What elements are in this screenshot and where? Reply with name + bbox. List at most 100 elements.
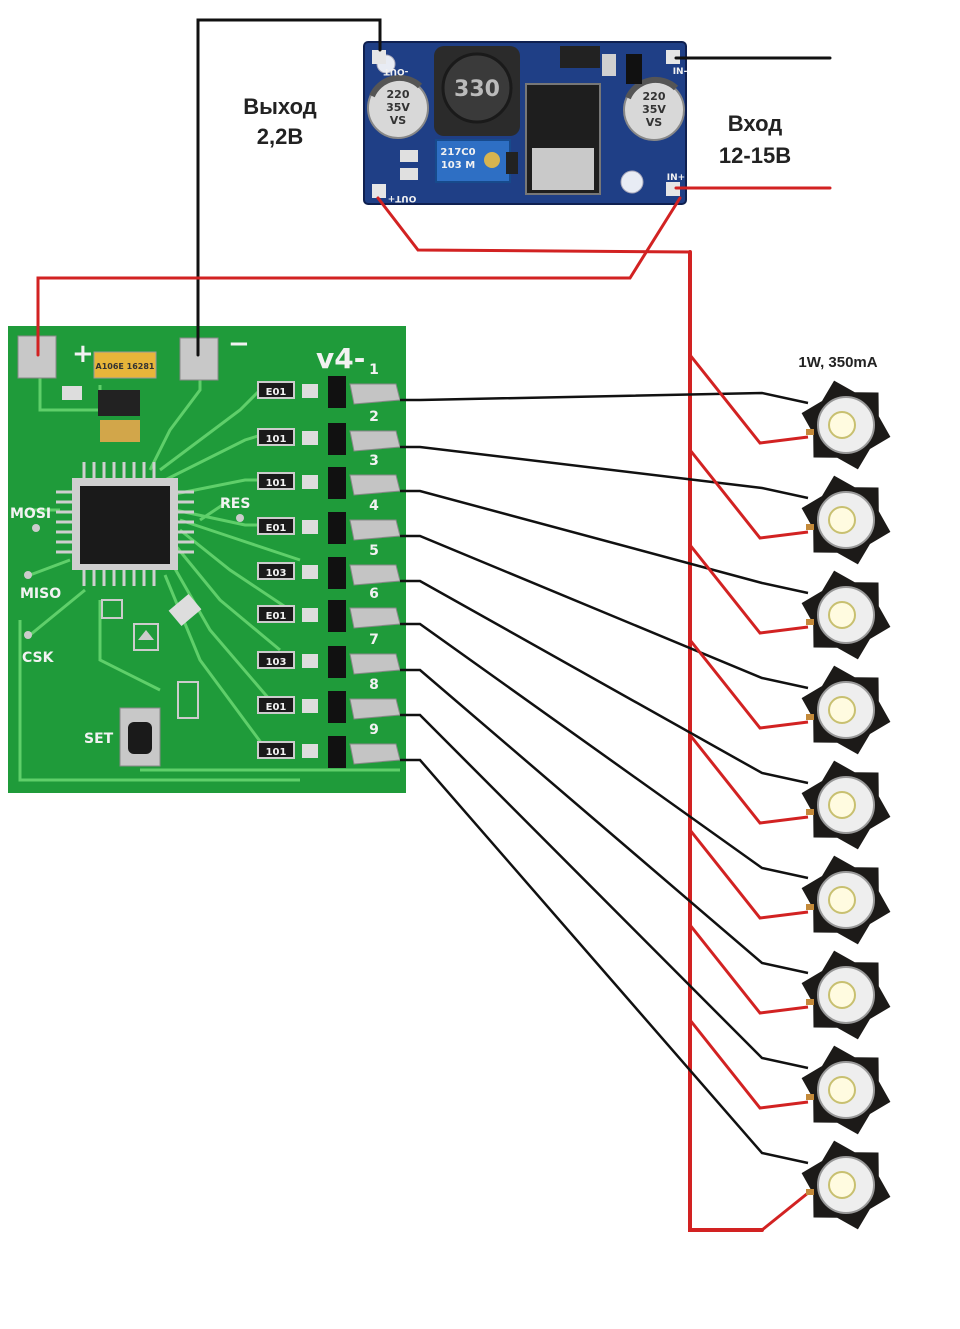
wire-red-bus (688, 250, 764, 1232)
wire-output-positive (376, 196, 692, 254)
wire-bus-to-led (688, 1019, 809, 1110)
led-star (801, 1140, 891, 1230)
pin-label-set: SET (84, 731, 114, 747)
led-solder-pad (806, 904, 814, 910)
wire-board-positive (36, 196, 682, 357)
inductor-code: 330 (454, 77, 500, 102)
channel-row: 103 5 (257, 543, 401, 589)
wire-bus-to-led (688, 924, 809, 1015)
channel-transistor (328, 736, 346, 768)
channel-small-part (302, 431, 318, 445)
input-title: Вход (727, 111, 783, 136)
led-emitter (828, 1171, 856, 1199)
channel-pad (349, 519, 401, 541)
pin-out-minus: -OUT (383, 66, 409, 76)
capacitor-left: 220 35V VS (367, 74, 429, 139)
channel-small-part (302, 699, 318, 713)
wire-channel-to-led (400, 445, 809, 500)
wire-channel-to-led (400, 391, 809, 405)
input-label: Вход 12-15В (700, 108, 810, 172)
led-emitter (828, 601, 856, 629)
led-emitter (828, 411, 856, 439)
led-emitter (828, 791, 856, 819)
wire-channel-to-led (400, 622, 809, 880)
led-solder-pad (806, 619, 814, 625)
led-star (801, 950, 891, 1040)
channel-pad (349, 743, 401, 765)
channel-transistor (328, 691, 346, 723)
resistor-code: E01 (266, 702, 287, 713)
channel-pad (349, 698, 401, 720)
wire-bus-to-led (688, 829, 809, 920)
resistor-code: E01 (266, 387, 287, 398)
channel-row: E01 4 (257, 498, 401, 544)
output-value: 2,2В (256, 124, 304, 149)
set-button (119, 707, 161, 767)
board-plus-sign: + (72, 339, 94, 369)
channel-resistor (257, 517, 295, 535)
resistor-code: 101 (266, 434, 287, 445)
channel-pad (349, 383, 401, 405)
resistor-code: 103 (266, 568, 287, 579)
led-star (801, 570, 891, 660)
pin-label-csk: CSK (22, 650, 55, 666)
board-minus-sign: − (228, 329, 250, 359)
channel-small-part (302, 654, 318, 668)
channel-pad (349, 653, 401, 675)
channel-small-part (302, 520, 318, 534)
trimmer-code: 217C0 (440, 147, 475, 158)
channel-resistor (257, 651, 295, 669)
channel-resistor (257, 428, 295, 446)
wire-output-negative (196, 18, 382, 357)
board-cap-code: A106E 16281 (96, 362, 155, 371)
pin-in-plus: IN+ (667, 173, 685, 183)
channel-resistor (257, 381, 295, 399)
led-emitter (828, 506, 856, 534)
board-traces (18, 360, 400, 782)
channel-transistor (328, 376, 346, 408)
cap-left-line1: 220 (387, 88, 410, 101)
led-solder-pad (806, 1189, 814, 1195)
wire-channel-to-led (400, 668, 809, 975)
trimmer-sub: 103 M (441, 160, 475, 171)
pin-label-miso: MISO (20, 586, 61, 602)
led-emitter (828, 886, 856, 914)
pin-out-plus: OUT+ (388, 193, 417, 203)
resistor-code: E01 (266, 523, 287, 534)
channel-small-part (302, 384, 318, 398)
pin-label-res: RES (220, 496, 250, 512)
led-star (801, 1045, 891, 1135)
led-solder-pad (806, 714, 814, 720)
channel-resistor (257, 562, 295, 580)
channel-small-part (302, 608, 318, 622)
wire-channel-to-led (400, 758, 809, 1165)
channel-number: 5 (369, 543, 379, 559)
channel-number: 4 (369, 498, 379, 514)
dc-dc-converter: 220 35V VS 220 35V VS 330 217C0 103 M (363, 41, 688, 205)
channel-small-part (302, 565, 318, 579)
wire-channel-to-led (400, 579, 809, 785)
led-solder-pad (806, 809, 814, 815)
resistor-code: 101 (266, 478, 287, 489)
wire-channel-to-led (400, 713, 809, 1070)
cap-right-line2: 35V (642, 103, 666, 116)
controller-board: + − v4- A106E 16281 MOSI MISO CSK RES (8, 326, 406, 793)
cap-left-line3: VS (390, 114, 407, 127)
trimmer-potentiometer: 217C0 103 M (435, 139, 511, 183)
channel-pad (349, 430, 401, 452)
channel-transistor (328, 557, 346, 589)
channel-transistor (328, 423, 346, 455)
cap-right-line1: 220 (643, 90, 666, 103)
led-solder-pad (806, 524, 814, 530)
channel-resistor (257, 605, 295, 623)
wire-bus-to-led (688, 734, 809, 825)
channel-pad (349, 607, 401, 629)
channel-pad (349, 474, 401, 496)
channel-number: 9 (369, 722, 379, 738)
channel-resistor (257, 741, 295, 759)
microcontroller-chip (56, 462, 194, 586)
